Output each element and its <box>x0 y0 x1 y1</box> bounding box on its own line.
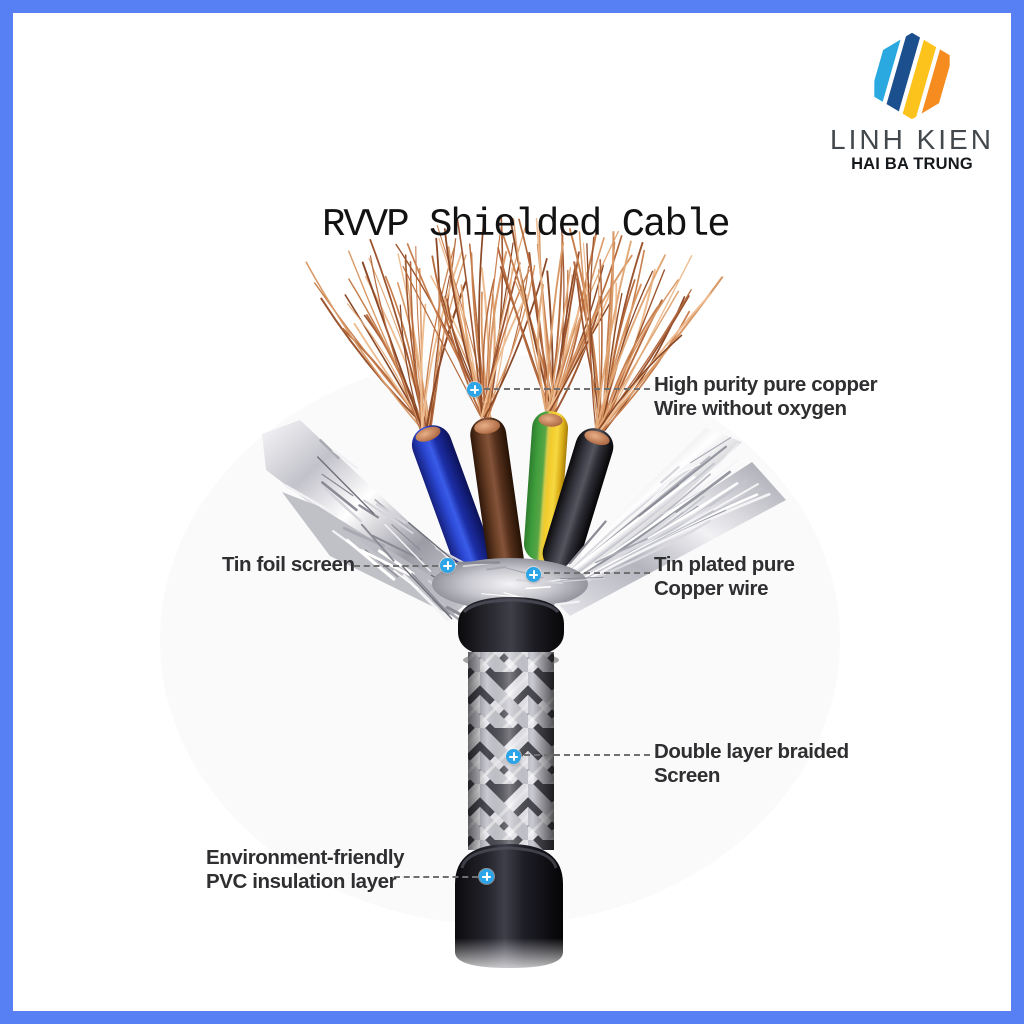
plus-icon <box>526 567 541 582</box>
brand-subtitle: HAI BA TRUNG <box>851 155 973 173</box>
annotation-label-tinned-copper: Tin plated pure Copper wire <box>654 553 795 601</box>
annotation-marker-conductor <box>467 382 482 397</box>
foil-wrap-opening <box>432 558 606 610</box>
annotation-line: Double layer braided <box>654 740 849 763</box>
leader-line-pvc <box>394 876 478 878</box>
annotation-line: PVC insulation layer <box>206 870 397 893</box>
product-title: RVVP Shielded Cable <box>322 203 731 247</box>
annotation-line: Screen <box>654 764 720 787</box>
annotation-label-pvc: Environment-friendly PVC insulation laye… <box>206 846 405 894</box>
annotation-line: High purity pure copper <box>654 373 878 396</box>
annotation-line: Tin plated pure <box>654 553 795 576</box>
plus-icon <box>479 869 494 884</box>
annotation-line: Environment-friendly <box>206 846 405 869</box>
plus-icon <box>506 749 521 764</box>
annotation-line: Wire without oxygen <box>654 397 847 420</box>
logo-hexagon-icon <box>874 32 950 120</box>
annotation-marker-braided-screen <box>506 749 521 764</box>
brand-name: LINH KIEN <box>830 124 994 155</box>
annotation-marker-tin-foil <box>440 558 455 573</box>
annotation-label-tin-foil: Tin foil screen <box>222 553 355 577</box>
plus-icon <box>467 382 482 397</box>
tinned-copper-right-wing <box>535 428 786 616</box>
bottom-fade <box>438 938 586 986</box>
wire-black <box>542 428 614 572</box>
wire-brown <box>470 417 524 577</box>
wire-blue <box>411 425 493 575</box>
braided-screen-column <box>463 652 559 850</box>
annotation-line: Copper wire <box>654 577 769 600</box>
pvc-ring <box>458 597 564 658</box>
annotation-marker-tinned-copper <box>526 567 541 582</box>
copper-strand-fans <box>305 214 724 435</box>
annotation-marker-pvc <box>479 869 494 884</box>
brand-logo: LINH KIEN HAI BA TRUNG <box>812 31 1012 174</box>
plus-icon <box>440 558 455 573</box>
leader-line-tin-foil <box>354 565 438 567</box>
annotation-label-conductor: High purity pure copper Wire without oxy… <box>654 373 878 421</box>
leader-line-conductor <box>484 388 650 390</box>
leader-line-tinned-copper <box>544 572 650 574</box>
annotation-label-braided-screen: Double layer braided Screen <box>654 740 849 788</box>
leader-line-braided-screen <box>524 754 650 756</box>
annotation-line: Tin foil screen <box>222 553 355 576</box>
